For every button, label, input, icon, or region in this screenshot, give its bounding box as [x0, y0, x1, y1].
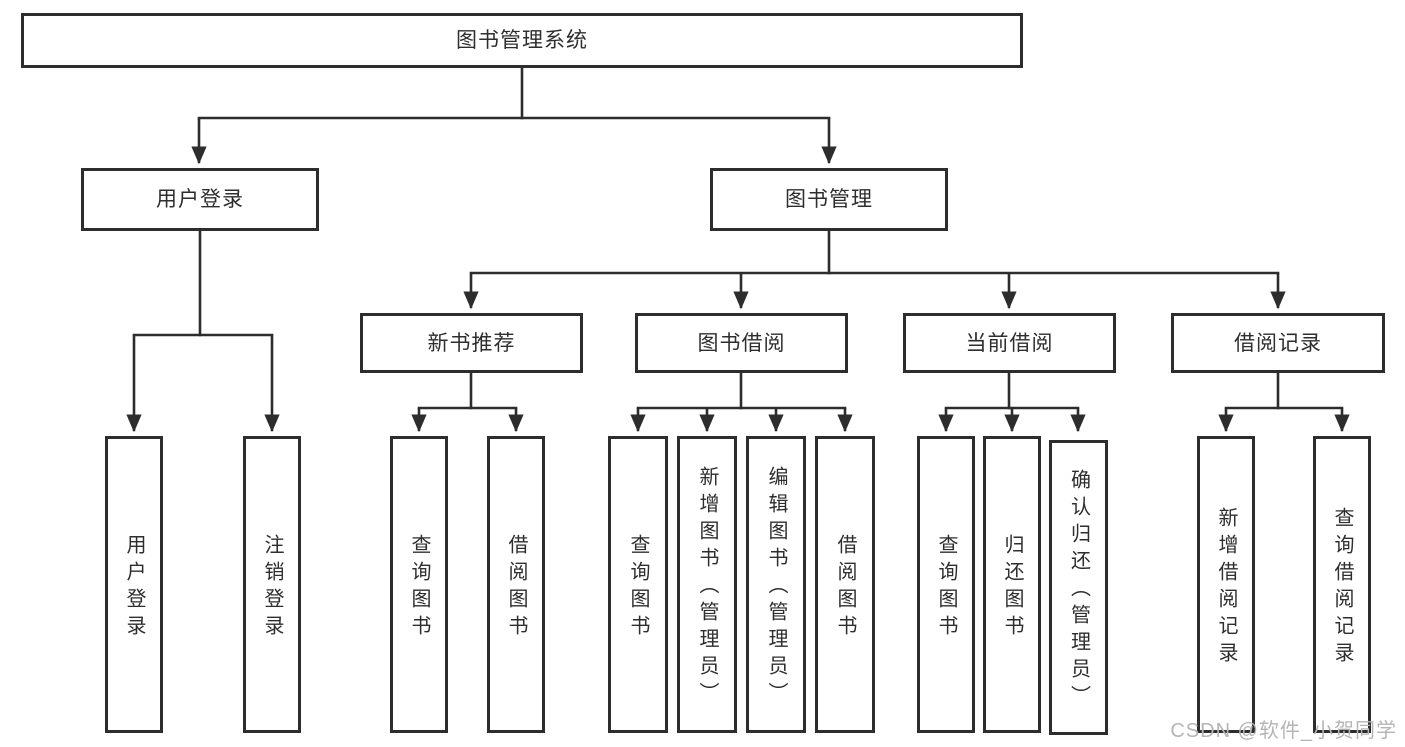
node-library-system: 图书管理系统 [21, 13, 1023, 68]
leaf-query-books-borrowing: 查询图书 [608, 436, 668, 733]
leaf-query-books-current: 查询图书 [917, 436, 975, 733]
leaf-query-books-recommend: 查询图书 [390, 436, 448, 733]
node-book-management: 图书管理 [710, 168, 948, 231]
leaf-user-login: 用户登录 [105, 436, 163, 733]
leaf-query-borrow-record: 查询借阅记录 [1313, 436, 1371, 733]
csdn-watermark: CSDN @软件_小贺同学 [1170, 720, 1397, 742]
node-borrow-records: 借阅记录 [1171, 313, 1385, 373]
node-user-login: 用户登录 [81, 168, 319, 231]
node-current-borrowing: 当前借阅 [903, 313, 1116, 373]
leaf-logout: 注销登录 [243, 436, 301, 733]
leaf-add-borrow-record: 新增借阅记录 [1197, 436, 1255, 733]
leaf-borrow-books: 借阅图书 [815, 436, 875, 733]
leaf-return-books: 归还图书 [983, 436, 1041, 733]
node-book-borrowing: 图书借阅 [635, 313, 848, 373]
node-new-book-recommend: 新书推荐 [360, 313, 583, 373]
leaf-borrow-books-recommend: 借阅图书 [487, 436, 545, 733]
leaf-edit-books-admin: 编辑图书（管理员） [746, 436, 806, 733]
leaf-add-books-admin: 新增图书（管理员） [677, 436, 737, 733]
leaf-confirm-return-admin: 确认归还（管理员） [1049, 440, 1108, 735]
